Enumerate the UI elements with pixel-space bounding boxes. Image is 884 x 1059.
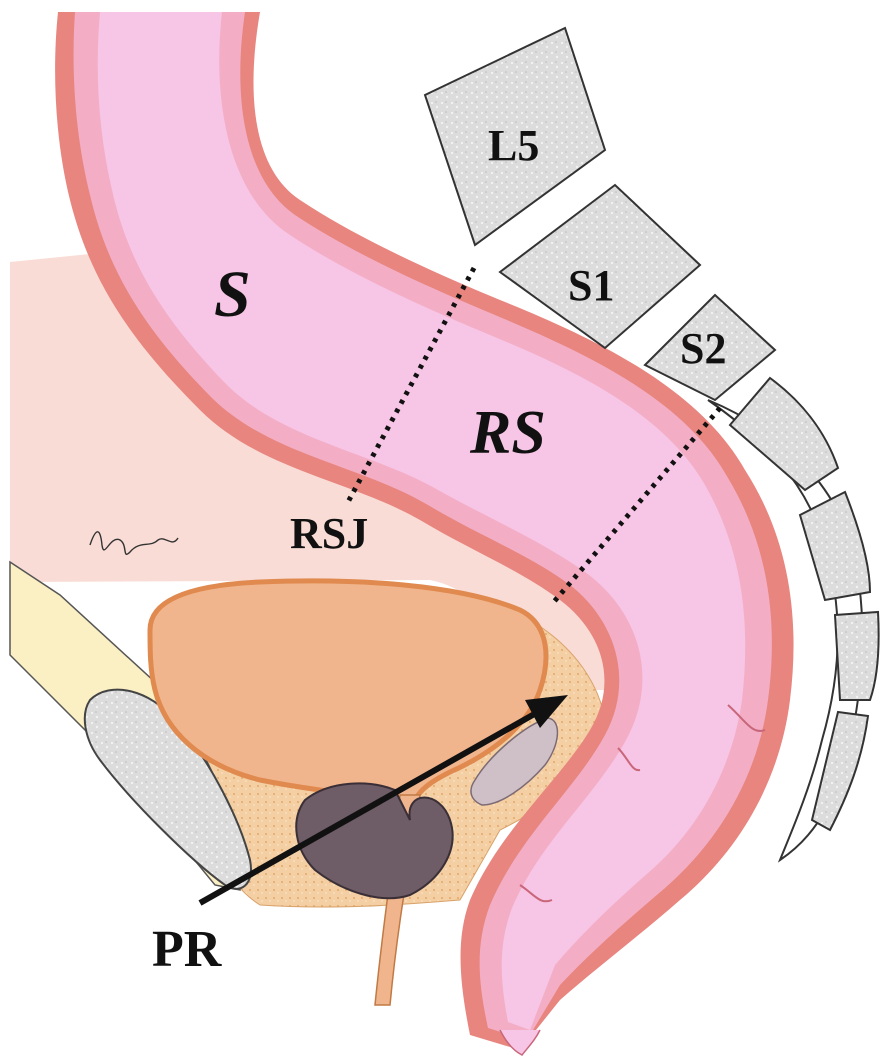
label-rsj: RSJ: [290, 509, 368, 558]
label-s: S: [214, 258, 251, 331]
label-pr: PR: [152, 921, 223, 978]
label-s2: S2: [680, 324, 726, 373]
label-rs: RS: [469, 399, 546, 467]
label-s1: S1: [568, 261, 614, 310]
coccyx-segment: [812, 712, 868, 830]
label-l5: L5: [488, 121, 539, 170]
sacral-segment-5: [835, 612, 879, 700]
